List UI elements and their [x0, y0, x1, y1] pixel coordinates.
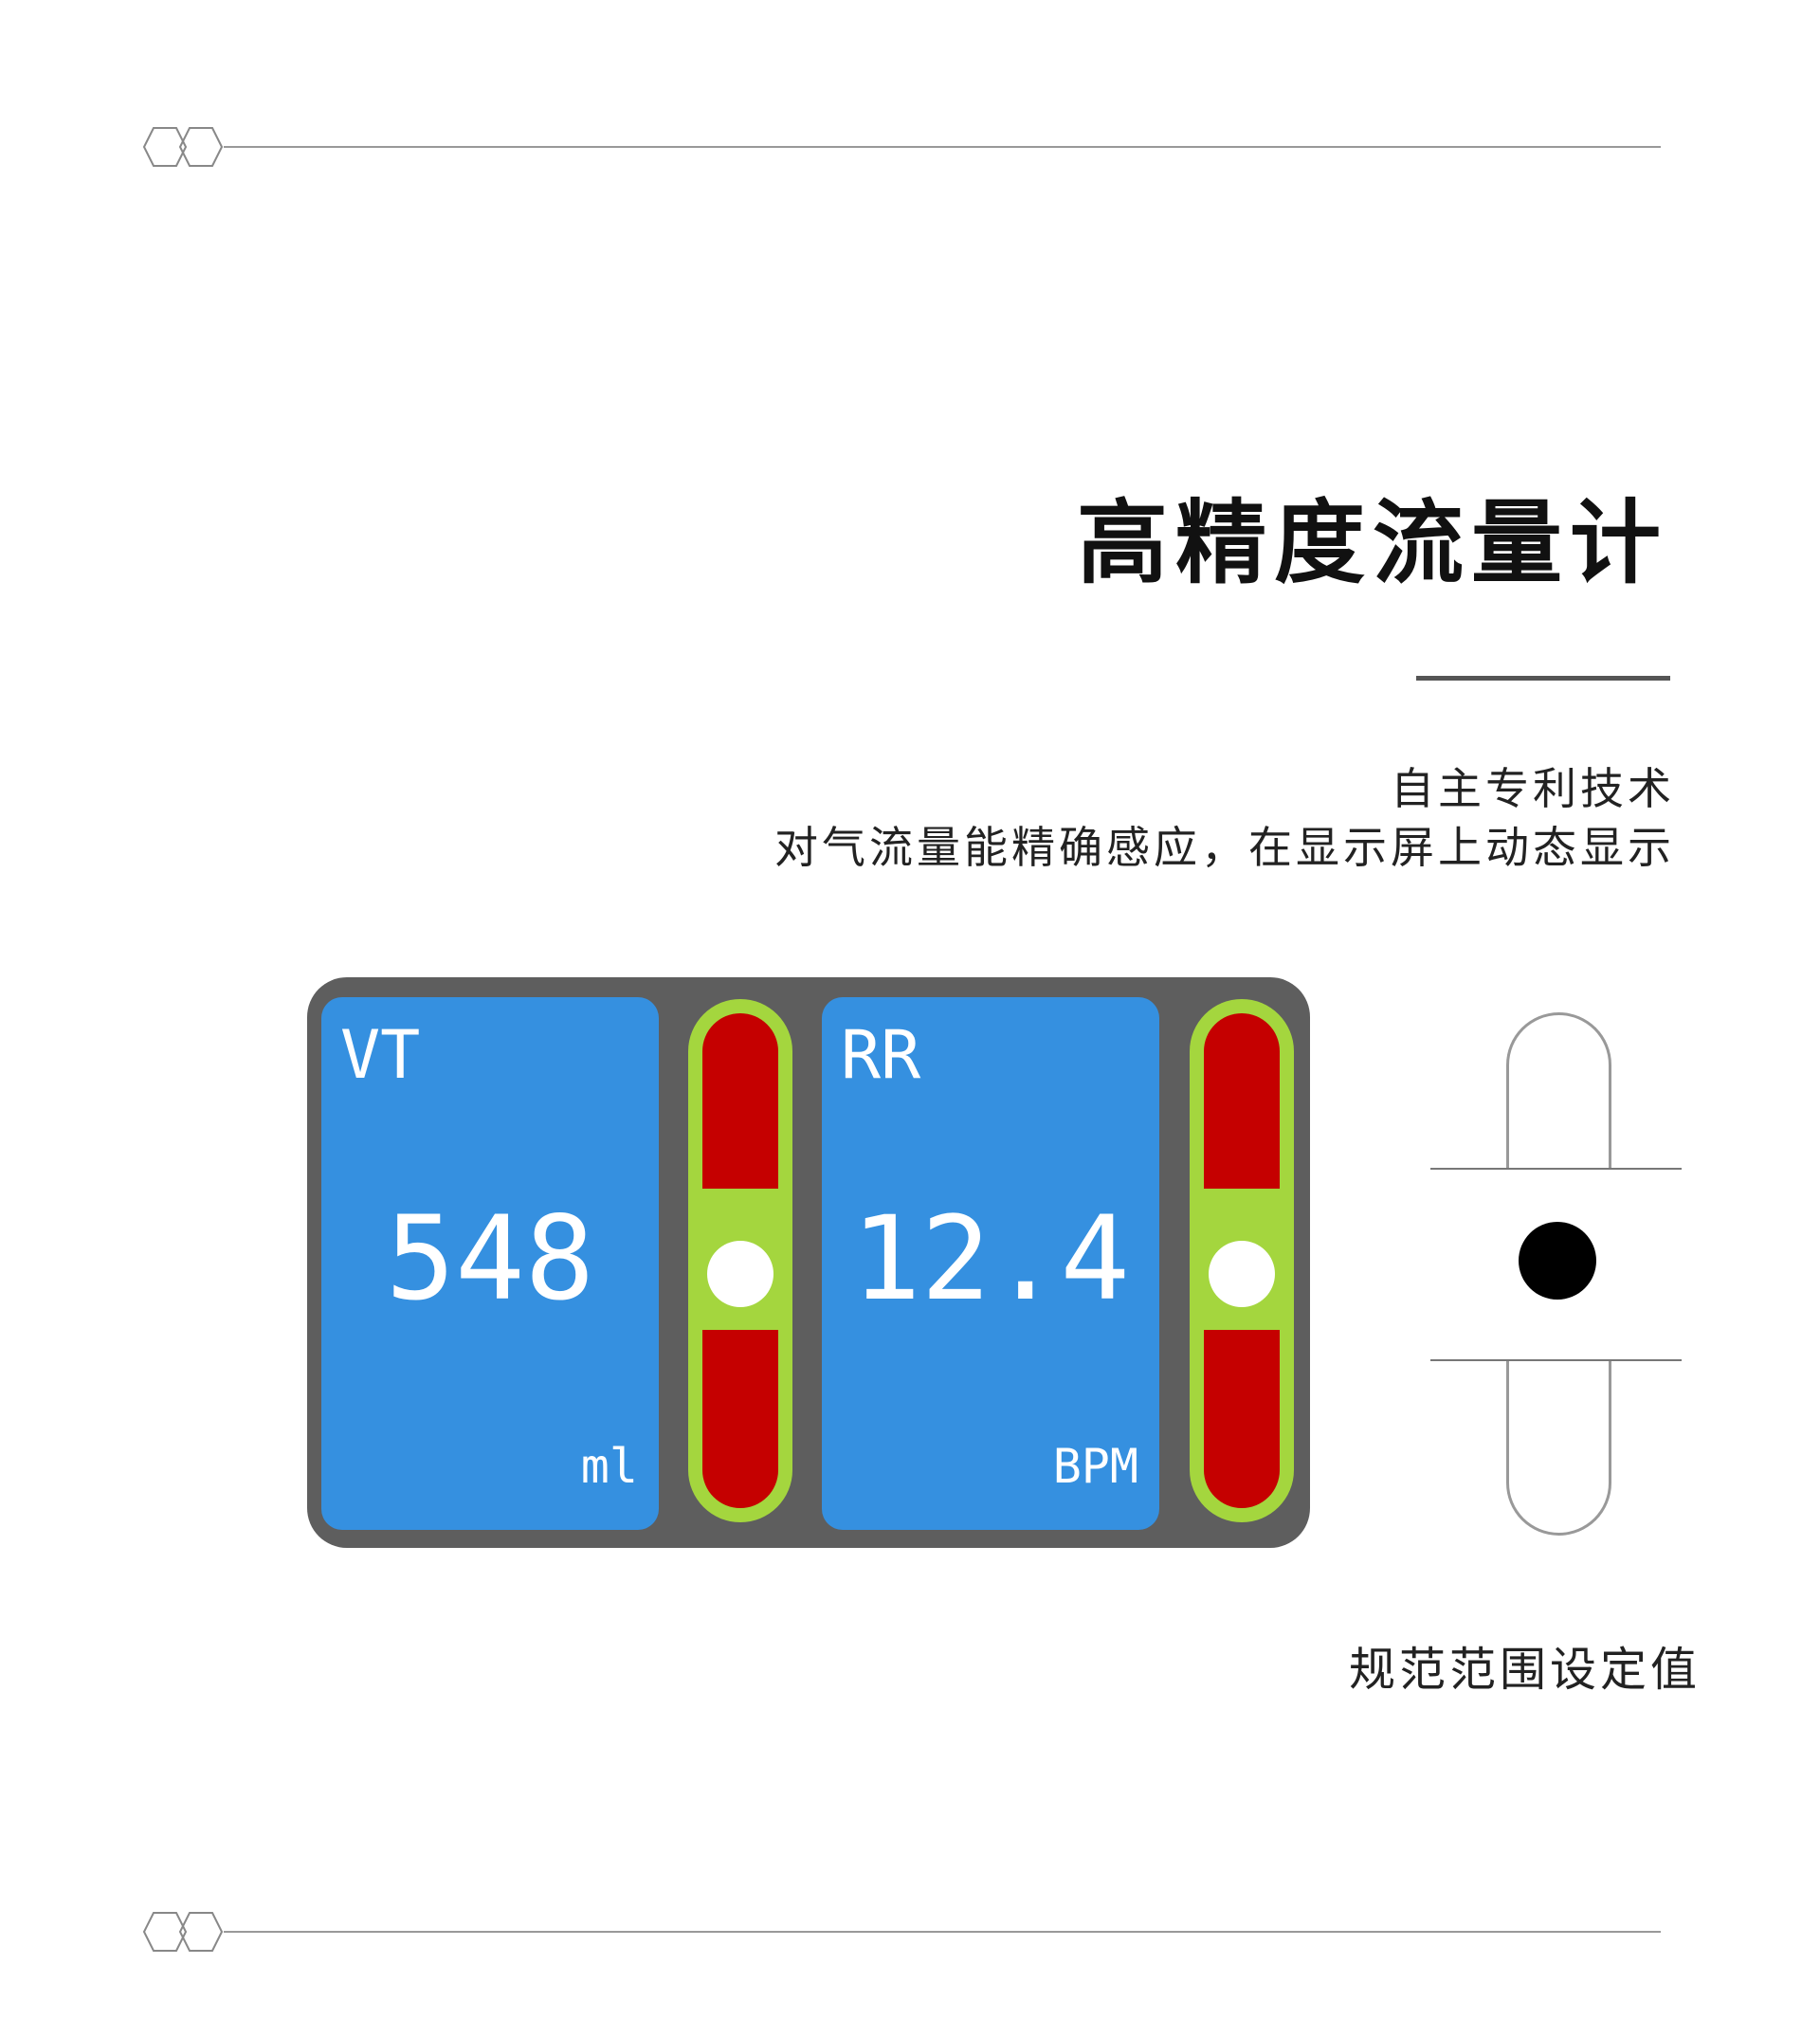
range-lower-tube — [1506, 1361, 1611, 1536]
gauge-upper-red-zone — [702, 1013, 778, 1189]
range-lower-limit-line — [1430, 1359, 1682, 1361]
rr-panel: RR 12.4 BPM — [822, 997, 1159, 1530]
rr-gauge — [1190, 999, 1294, 1522]
vt-value: 548 — [385, 1191, 595, 1326]
bottom-divider — [224, 1931, 1661, 1933]
gauge-lower-red-zone — [1204, 1330, 1280, 1508]
gauge-upper-red-zone — [1204, 1013, 1280, 1189]
vt-gauge — [688, 999, 792, 1522]
page-title: 高精度流量计 — [1077, 490, 1668, 596]
flowmeter-display: VT 548 ml RR 12.4 BPM — [307, 977, 1310, 1548]
gauge-indicator-dot — [707, 1241, 774, 1307]
hexagon-decoration-icon — [142, 1912, 224, 1952]
top-divider — [224, 146, 1661, 148]
range-upper-tube — [1506, 1012, 1611, 1170]
vt-unit: ml — [580, 1439, 638, 1494]
title-underline — [1416, 676, 1670, 681]
rr-unit: BPM — [1052, 1439, 1138, 1494]
rr-label: RR — [841, 1016, 921, 1094]
vt-label: VT — [340, 1016, 421, 1094]
gauge-indicator-dot — [1209, 1241, 1275, 1307]
subtitle-line-1: 自主专利技术 — [1391, 763, 1675, 814]
gauge-lower-red-zone — [702, 1330, 778, 1508]
range-indicator-dot-icon — [1519, 1222, 1596, 1300]
rr-value: 12.4 — [851, 1191, 1130, 1326]
vt-panel: VT 548 ml — [321, 997, 659, 1530]
range-upper-limit-line — [1430, 1168, 1682, 1170]
subtitle-line-2: 对气流量能精确感应，在显示屏上动态显示 — [774, 822, 1675, 873]
range-caption: 规范范围设定值 — [1348, 1643, 1701, 1697]
hexagon-decoration-icon — [142, 127, 224, 167]
